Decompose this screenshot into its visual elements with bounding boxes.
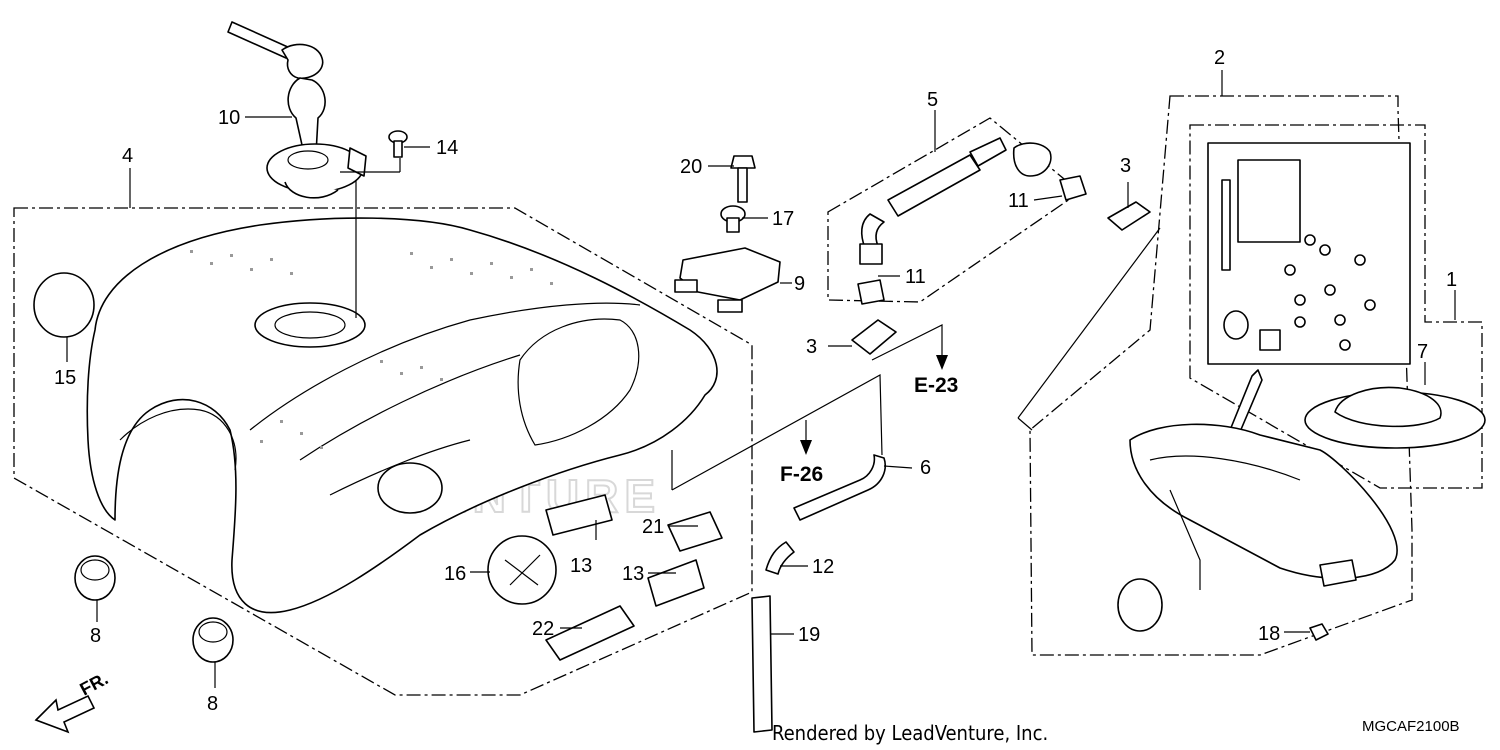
fuel-pump-module-illustration: [1221, 159, 1376, 351]
hose-assembly-frame: [827, 117, 1082, 303]
cap-15-illustration: [33, 272, 95, 338]
callout-13b: 13: [622, 563, 644, 585]
bolt-20-illustration: [730, 155, 756, 203]
clip-11a-illustration: [1059, 175, 1087, 201]
cushion-8a-illustration: [74, 555, 116, 601]
callout-2: 2: [1214, 47, 1225, 69]
callout-3b: 3: [806, 336, 817, 358]
tube-6-illustration: [793, 454, 886, 521]
collar-17-illustration: [720, 205, 746, 233]
render-credit: Rendered by LeadVenture, Inc.: [772, 721, 1048, 745]
callout-15: 15: [54, 367, 76, 389]
callout-5: 5: [927, 89, 938, 111]
fuel-cap-with-key-illustration: [227, 21, 367, 199]
front-direction-indicator: FR.: [34, 668, 111, 734]
callout-14: 14: [436, 137, 458, 159]
sheet-22-illustration: [545, 605, 635, 661]
reference-f26[interactable]: F-26: [780, 463, 823, 486]
callout-4: 4: [122, 145, 133, 167]
callout-7: 7: [1417, 341, 1428, 363]
leader-lines: [66, 70, 1456, 688]
pump-base-illustration: [1117, 423, 1398, 632]
sheet-21-illustration: [667, 511, 723, 552]
callout-19: 19: [798, 624, 820, 646]
pad-13b-illustration: [647, 559, 705, 607]
callout-6: 6: [920, 457, 931, 479]
fuel-hose-5-illustration: [859, 137, 1052, 265]
callout-22: 22: [532, 618, 554, 640]
fuel-tank-illustration: [86, 217, 718, 614]
nut-18-illustration: [1309, 623, 1329, 641]
bolt-14-illustration: [388, 130, 408, 158]
callout-11a: 11: [1008, 190, 1029, 212]
callout-10: 10: [218, 107, 240, 129]
callout-8b: 8: [207, 693, 218, 715]
callout-8a: 8: [90, 625, 101, 647]
direction-label: FR.: [76, 668, 111, 699]
tank-emblem-recess: [377, 462, 443, 514]
callout-18: 18: [1258, 623, 1280, 645]
callout-labels: 1 2 3 3 4 5 6 7 8 8 9 10 11 11 12 13 13 …: [54, 47, 1457, 715]
callout-12: 12: [812, 556, 834, 578]
clip-11b-illustration: [857, 279, 885, 305]
band-3a-illustration: [1107, 201, 1151, 231]
band-3b-illustration: [851, 319, 897, 355]
cushion-8b-illustration: [192, 617, 234, 663]
callout-11b: 11: [905, 266, 926, 288]
callout-20: 20: [680, 156, 702, 178]
diagram-code: MGCAF2100B: [1362, 718, 1460, 735]
pump-outer-frame: [1029, 95, 1413, 656]
callout-13a: 13: [570, 555, 592, 577]
callout-1: 1: [1446, 269, 1457, 291]
callout-21: 21: [642, 516, 664, 538]
callout-3a: 3: [1120, 155, 1131, 177]
tube-19-illustration: [751, 595, 773, 733]
pad-13a-illustration: [545, 494, 613, 536]
reference-e23[interactable]: E-23: [914, 374, 958, 397]
bracket-9-illustration: [674, 247, 781, 313]
tank-filler-opening: [254, 302, 366, 348]
callout-16: 16: [444, 563, 466, 585]
callout-9: 9: [794, 273, 805, 295]
callout-17: 17: [772, 208, 794, 230]
tube-12-illustration: [765, 541, 795, 575]
gasket-7-illustration: [1304, 386, 1486, 449]
emblem-16-illustration: [487, 535, 557, 605]
